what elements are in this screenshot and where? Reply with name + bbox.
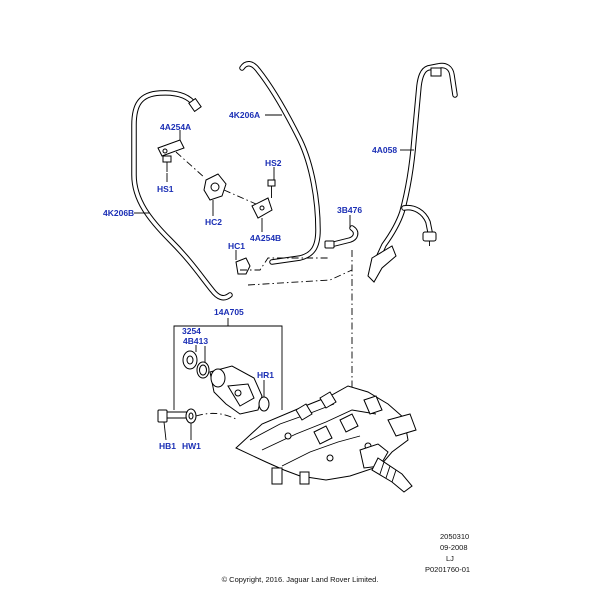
callout-4a254a: 4A254A (160, 122, 191, 132)
callout-3b476: 3B476 (337, 205, 362, 215)
callout-hs2: HS2 (265, 158, 282, 168)
footer-date: 09-2008 (440, 543, 468, 552)
clamp-hc1 (235, 257, 251, 275)
callout-4k206b: 4K206B (103, 208, 134, 218)
callout-4k206a: 4K206A (229, 110, 260, 120)
connector-3b476 (324, 225, 359, 249)
bolt-hb1 (157, 409, 190, 423)
callout-4a058: 4A058 (372, 145, 397, 155)
callout-hc2: HC2 (205, 217, 222, 227)
bracket-4a254a (157, 139, 185, 157)
leader-lines (134, 114, 414, 441)
assembly-box-14a705 (173, 318, 283, 410)
seal-3254 (182, 350, 198, 370)
footer-code: 2050310 (440, 532, 469, 541)
footer-initials: LJ (446, 554, 454, 563)
hose-4k206b (131, 90, 233, 301)
callout-hs1: HS1 (157, 184, 174, 194)
callout-4b413: 4B413 (183, 336, 208, 346)
callout-hc1: HC1 (228, 241, 245, 251)
ring-hr1 (258, 396, 270, 412)
pump-body (209, 365, 263, 415)
fitting-hs1 (162, 155, 172, 172)
callout-hb1: HB1 (159, 441, 176, 451)
output-shaft (359, 413, 417, 493)
callout-hr1: HR1 (257, 370, 274, 380)
washer-hw1 (185, 408, 197, 424)
fastener-hs2 (267, 179, 276, 198)
callout-14a705: 14A705 (214, 307, 244, 317)
o-ring-4b413 (196, 361, 210, 379)
hose-4k206a (239, 61, 321, 265)
callout-hw1: HW1 (182, 441, 201, 451)
callout-4a254b: 4A254B (250, 233, 281, 243)
clamp-hc2 (203, 173, 227, 201)
copyright: © Copyright, 2016. Jaguar Land Rover Lim… (222, 575, 379, 584)
footer-ref: P0201760-01 (425, 565, 470, 574)
callout-3254: 3254 (182, 326, 201, 336)
bracket-4a254b (251, 197, 273, 219)
vent-tube-4a058 (367, 62, 458, 283)
